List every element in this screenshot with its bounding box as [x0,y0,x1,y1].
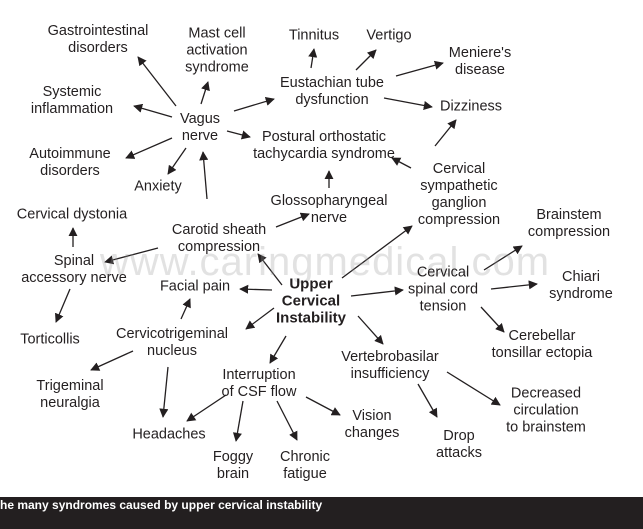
node-mast-cell-activation: Mast cell activation syndrome [185,25,249,76]
node-facial-pain: Facial pain [159,278,231,295]
arrow-vagus-to-systemic [133,103,173,118]
node-headaches: Headaches [132,426,206,443]
arrow-csf-to-vision [305,396,341,416]
arrow-uci-to-spinal-cord [350,286,404,297]
node-csf-flow: Interruption of CSF flow [221,367,297,400]
node-drop-attacks: Drop attacks [436,428,482,461]
node-dizziness: Dizziness [439,98,503,115]
arrow-carotid-to-spinal-accessory [104,247,159,265]
arrow-vagus-to-gastro [137,56,177,107]
node-carotid-sheath: Carotid sheath compression [171,222,267,255]
node-tinnitus: Tinnitus [288,27,340,44]
node-vertigo: Vertigo [366,27,412,44]
arrow-uci-to-sympathetic [341,225,413,279]
arrow-eustachian-to-tinnitus [308,48,318,69]
arrow-vertebrobasilar-to-circulation [446,371,501,406]
arrow-vagus-to-pots [226,130,251,140]
arrow-eustachian-to-vertigo [355,49,377,71]
node-vagus-nerve: Vagus nerve [179,111,221,144]
node-upper-cervical-instability: Upper Cervical Instability [275,275,347,327]
node-glossopharyngeal-nerve: Glossopharyngeal nerve [270,193,388,226]
node-decreased-circulation: Decreased circulation to brainstem [506,385,586,436]
arrow-eustachian-to-menieres [395,60,444,77]
node-anxiety: Anxiety [134,178,182,195]
instability-diagram: www.caringmedical.com Upper Cervical Ins… [16,23,613,482]
arrow-uci-to-vertebrobasilar [357,315,384,345]
arrow-spinal-cord-to-chiari [490,280,538,290]
node-autoimmune-disorders: Autoimmune disorders [29,146,111,179]
node-brainstem-compression: Brainstem compression [527,207,611,240]
node-foggy-brain: Foggy brain [212,449,254,482]
arrow-csf-to-chronic-fatigue [276,400,298,441]
arrow-csf-to-headaches [186,394,227,422]
node-chiari-syndrome: Chiari syndrome [549,269,613,302]
node-cerebellar-tonsillar: Cerebellar tonsillar ectopia [491,328,593,361]
arrow-carotid-to-glossopharyngeal [275,212,310,228]
arrow-uci-to-carotid [257,253,283,286]
node-menieres-disease: Meniere's disease [448,45,512,78]
arrow-csf-to-foggy-brain [232,400,244,442]
caption-bar: he many syndromes caused by upper cervic… [0,497,643,529]
node-cervicotrigeminal-nucleus: Cervicotrigeminal nucleus [115,326,229,359]
arrow-uci-to-cervicotrigeminal [245,307,275,330]
arrow-vagus-to-anxiety [167,147,187,175]
arrow-layer [55,48,538,442]
arrow-eustachian-to-dizziness [383,97,433,110]
caption-text: he many syndromes caused by upper cervic… [0,498,323,512]
arrow-cervicotrigeminal-to-headaches [159,366,169,418]
node-vertebrobasilar: Vertebrobasilar insufficiency [341,349,439,382]
arrow-cervicotrigeminal-to-facial-pain [180,298,191,320]
arrow-cervicotrigeminal-to-trigeminal [90,350,134,371]
arrow-carotid-to-vagus [199,151,209,200]
node-cervical-spinal-cord: Cervical spinal cord tension [407,264,479,315]
arrow-sympathetic-to-pots [391,157,412,169]
arrow-vertebrobasilar-to-drop [417,383,438,418]
node-systemic-inflammation: Systemic inflammation [30,84,114,117]
arrow-vagus-to-eustachian [233,96,275,112]
node-pots: Postural orthostatic tachycardia syndrom… [253,129,395,162]
node-cervical-dystonia: Cervical dystonia [16,206,128,223]
node-spinal-accessory-nerve: Spinal accessory nerve [21,253,127,286]
node-vision-changes: Vision changes [344,408,400,441]
arrow-sympathetic-to-dizziness [434,119,457,147]
arrow-spinal-accessory-to-torticollis [55,288,71,323]
arrow-uci-to-facial-pain [239,284,273,294]
node-gastrointestinal-disorders: Gastrointestinal disorders [47,23,149,56]
arrow-spinal-cord-to-cerebellar [480,306,505,333]
arrow-uci-to-csf [269,335,287,364]
node-chronic-fatigue: Chronic fatigue [280,449,330,482]
node-trigeminal-neuralgia: Trigeminal neuralgia [36,378,104,411]
arrow-vagus-to-autoimmune [125,137,173,159]
node-torticollis: Torticollis [20,331,80,348]
arrow-vagus-to-mast-cell [200,81,210,105]
arrow-spinal-cord-to-brainstem [483,245,523,271]
node-eustachian-tube: Eustachian tube dysfunction [280,75,384,108]
node-cervical-sympathetic-ganglion: Cervical sympathetic ganglion compressio… [417,161,501,228]
